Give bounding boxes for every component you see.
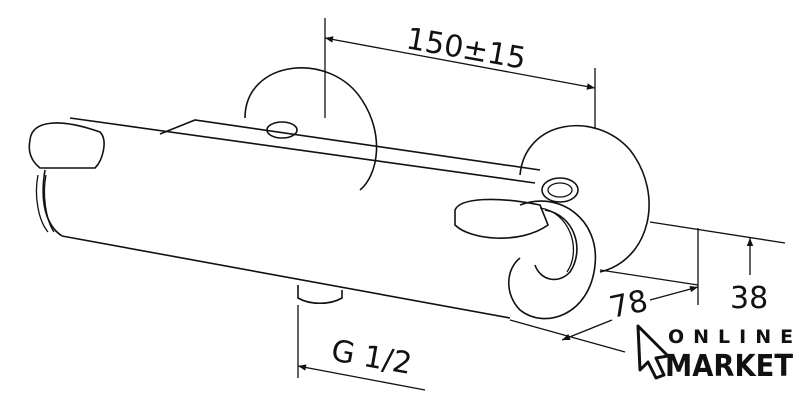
depth-label: 78 <box>606 284 651 326</box>
height-dimension: 38 <box>599 221 786 316</box>
logo-line2: MARKET <box>665 349 793 384</box>
height-label: 38 <box>730 281 768 316</box>
left-wall-flange <box>244 67 378 191</box>
mixer-body <box>28 117 597 320</box>
depth-dimension: 78 <box>509 284 699 353</box>
logo-line1: ONLINE <box>668 326 802 348</box>
width-dimension: 150±15 <box>324 18 596 128</box>
flow-handle <box>454 198 549 239</box>
thread-dimension: G 1/2 <box>297 305 426 391</box>
online-market-logo: ONLINE MARKET <box>636 324 802 384</box>
temperature-handle <box>28 122 105 169</box>
width-label: 150±15 <box>404 21 529 76</box>
right-wall-flange <box>519 124 650 273</box>
cursor-icon <box>636 324 670 380</box>
